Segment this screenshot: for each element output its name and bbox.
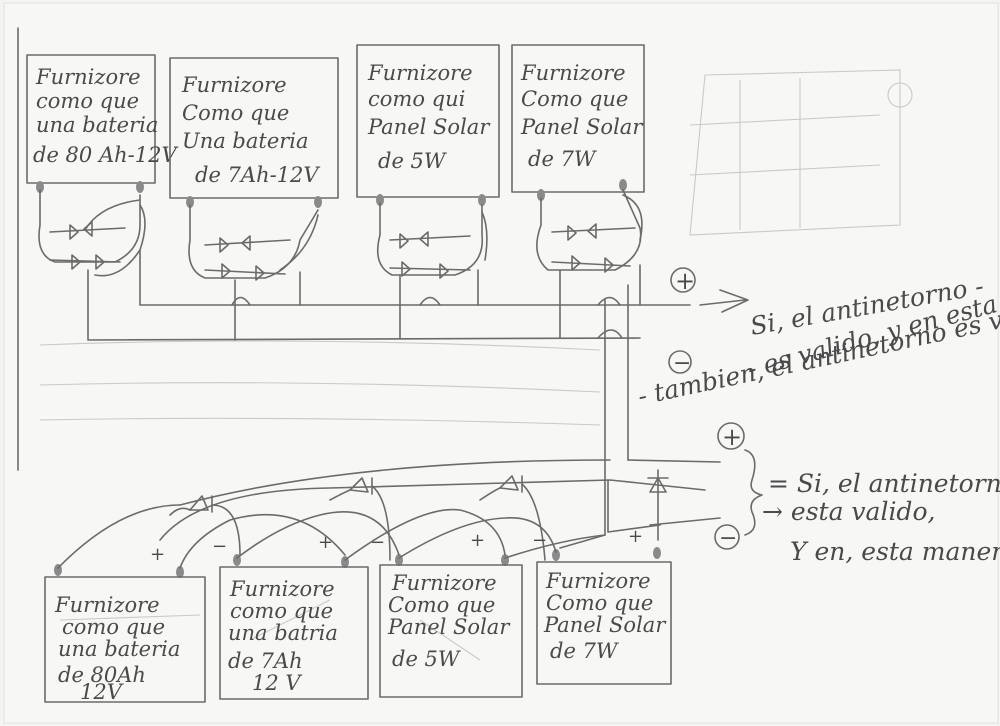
top-terminals	[36, 179, 627, 208]
box-line: 12 V	[252, 671, 302, 695]
box-line: 12V	[80, 680, 124, 704]
note-line: → esta valido,	[762, 497, 935, 526]
box-line: Furnizore	[520, 61, 626, 85]
box-line: de 5W	[392, 647, 462, 671]
top-diode-bridge-2	[188, 204, 319, 281]
bottom-arcs	[57, 504, 606, 569]
bottom-notes: = Si, el antinetorno → esta valido, Y en…	[744, 449, 1000, 566]
bottom-terminals	[54, 547, 661, 578]
bottom-polarity: + −	[649, 422, 745, 551]
minus-symbol: −	[719, 526, 737, 551]
box-line: una bateria	[58, 637, 180, 661]
box-line: Furnizore	[391, 571, 497, 595]
box-line: de 5W	[378, 149, 448, 173]
box-line: Como que	[546, 591, 653, 615]
box-line: como que	[230, 599, 333, 623]
bottom-supplier-box-3: Furnizore Como que Panel Solar de 5W	[379, 564, 523, 698]
box-line: Como que	[182, 101, 289, 125]
plus-symbol: +	[318, 532, 333, 553]
box-line: de 80 Ah-12V	[33, 143, 178, 167]
box-line: de 7W	[528, 147, 598, 171]
box-line: de 7Ah	[228, 649, 303, 673]
box-line: Como que	[388, 593, 495, 617]
bottom-supplier-box-1: Furnizore como que una bateria de 80Ah 1…	[44, 576, 206, 704]
box-line: de 80Ah	[58, 663, 146, 687]
top-supplier-box-3: Furnizore como qui Panel Solar de 5W	[356, 44, 500, 198]
box-line: Una bateria	[182, 129, 309, 153]
top-bus-lines	[17, 27, 691, 471]
minus-symbol: −	[673, 351, 691, 376]
top-supplier-box-4: Furnizore Como que Panel Solar de 7W	[511, 44, 645, 193]
top-supplier-box-2: Furnizore Como que Una bateria de 7Ah-12…	[169, 57, 339, 199]
box-line: como que	[36, 89, 139, 113]
top-diode-bridge-1	[38, 189, 146, 277]
top-diode-bridge-4	[536, 189, 643, 273]
minus-symbol: −	[370, 532, 385, 553]
box-line: una batria	[228, 621, 338, 645]
box-line: Panel Solar	[387, 615, 511, 639]
top-diode-bridge-3	[376, 202, 488, 279]
box-line: de 7Ah-12V	[195, 163, 320, 187]
plus-symbol: +	[150, 544, 165, 565]
box-line: Panel Solar	[367, 115, 491, 139]
top-supplier-box-1: Furnizore como que una bateria de 80 Ah-…	[26, 54, 178, 184]
box-line: Furnizore	[181, 73, 287, 97]
box-line: Furnizore	[367, 61, 473, 85]
box-line: Panel Solar	[543, 613, 667, 637]
minus-symbol: −	[532, 530, 547, 551]
box-line: una bateria	[36, 113, 158, 137]
bottom-terminal-marks: + − + − + − +	[150, 526, 643, 565]
bottom-supplier-box-4: Furnizore Como que Panel Solar de 7W	[536, 561, 672, 685]
note-line: Y en, esta manera	[790, 537, 1000, 566]
plus-symbol: +	[628, 526, 643, 547]
plus-symbol: +	[470, 530, 485, 551]
minus-symbol: −	[212, 536, 227, 557]
bottom-diodes	[169, 469, 669, 561]
note-line: = Si, el antinetorno	[768, 469, 1000, 498]
bottom-supplier-box-2: Furnizore como que una batria de 7Ah 12 …	[219, 566, 369, 700]
box-line: Furnizore	[545, 569, 651, 593]
box-line: como qui	[368, 87, 465, 111]
top-polarity: + −	[668, 267, 696, 376]
plus-symbol: +	[675, 267, 695, 295]
box-line: Furnizore	[54, 593, 160, 617]
box-line: Furnizore	[35, 65, 141, 89]
box-line: como que	[62, 615, 165, 639]
box-line: Furnizore	[229, 577, 335, 601]
box-line: de 7W	[550, 639, 620, 663]
plus-symbol: +	[722, 423, 742, 451]
box-line: Panel Solar	[520, 115, 644, 139]
ghost-bleedthrough	[39, 69, 913, 661]
box-line: Como que	[521, 87, 628, 111]
